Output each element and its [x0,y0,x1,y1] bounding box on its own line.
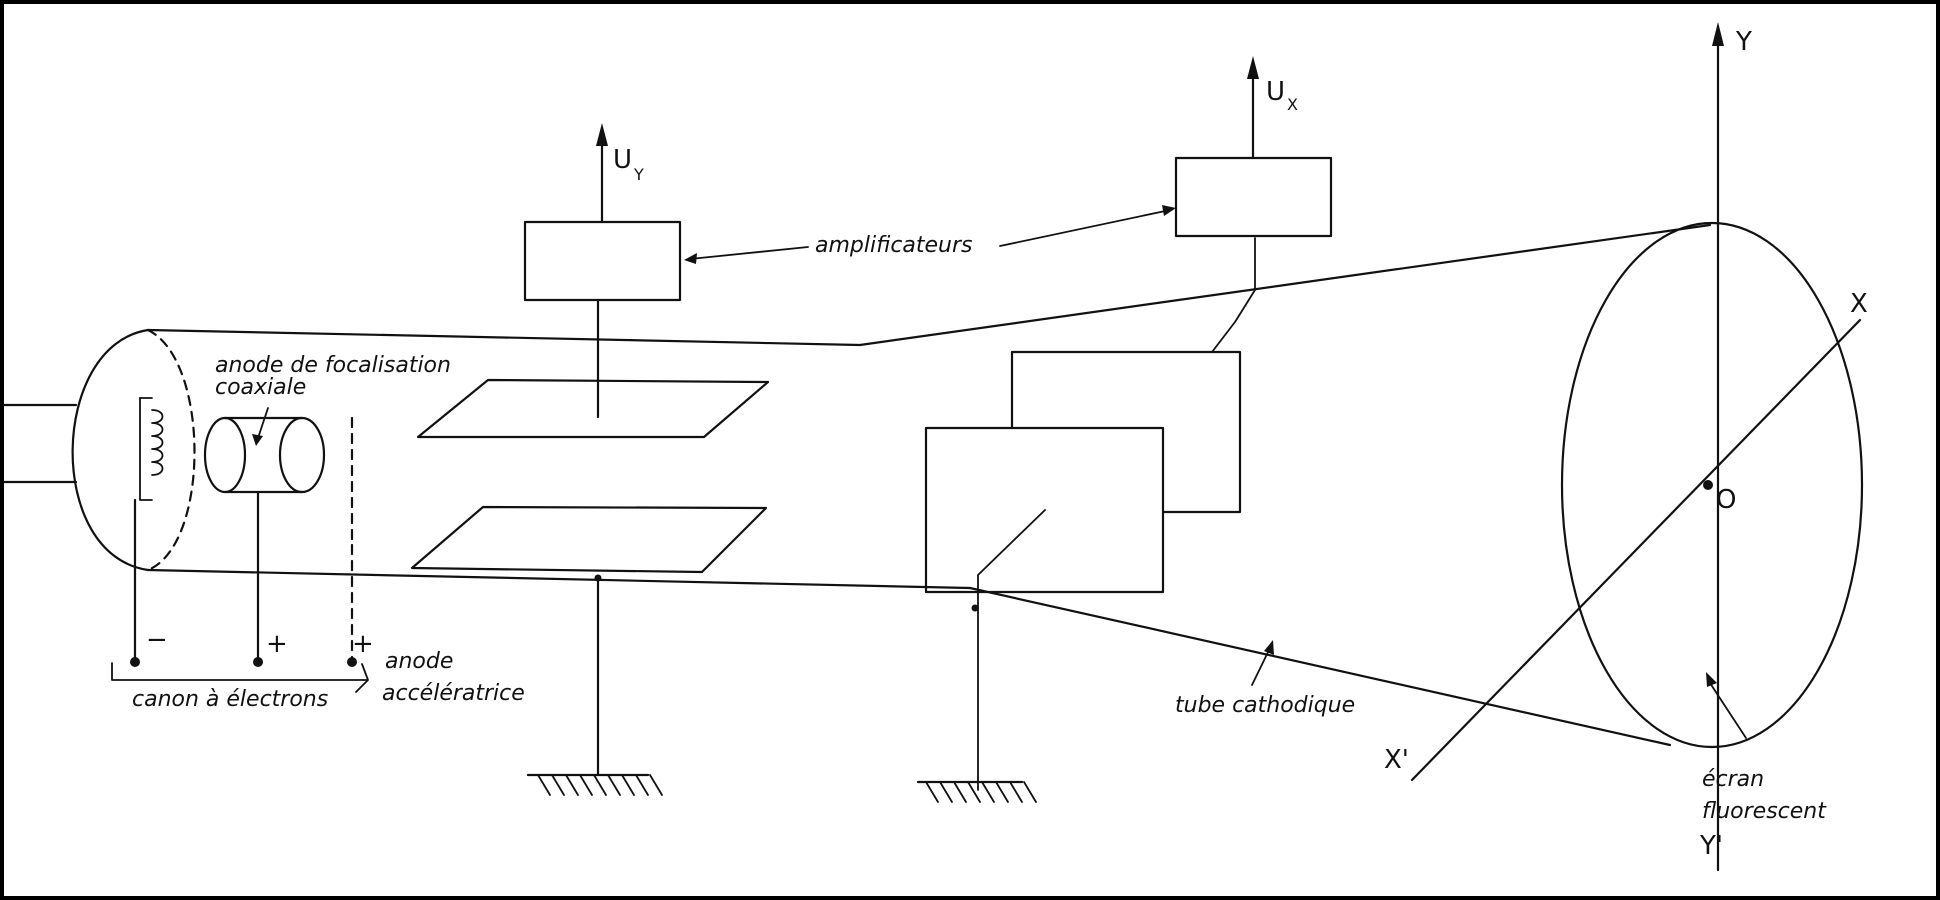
screen-axes [1410,22,1862,872]
origin-label: O [1716,485,1736,515]
screen-label-line1: écran [1702,767,1764,792]
uy-arrow-icon [596,123,608,146]
y-axis-arrow-icon [1712,22,1724,46]
uy-label: U [613,145,632,175]
electron-gun-label: canon à électrons [132,687,328,712]
focusing-anode-cylinder [203,407,326,494]
tube-bottom-outline [146,568,1672,747]
ground-symbol-right [916,780,1037,803]
origin-point [1703,480,1713,490]
tube-base-hidden-arc [146,328,196,572]
vertical-plate-bottom [410,505,768,574]
ground-symbol-left [526,773,663,796]
focus-anode-label-line1: anode de focalisation [215,353,451,378]
tube-base-back-arc [71,328,150,572]
x-amplifier-box [1174,156,1333,238]
tube-top-outline [146,223,1712,347]
uy-subscript: Y [633,165,644,184]
filament-coil [139,397,164,501]
x-amplifier [1174,56,1333,238]
y-amplifier [523,123,682,302]
focus-plus-sign: + [266,629,288,659]
electrode-leads [130,490,357,667]
axis-y-label: Y [1735,27,1752,57]
horizontal-deflection-plates [924,237,1256,791]
vertical-plate-top [416,378,770,439]
ux-subscript: X [1287,95,1298,114]
axis-y-prime-label: Y' [1699,831,1723,861]
ux-plate-wire [1211,237,1256,353]
horizontal-plate-front [924,426,1165,594]
axis-x-label: X [1850,289,1868,319]
cathode-minus-sign: − [146,625,168,655]
y-amplifier-box [523,220,682,302]
screen-pointer [1707,679,1747,739]
horizontal-ground-wire [977,509,1046,791]
axis-x-prime-label: X' [1384,745,1409,775]
accel-anode-label-line2: accélératrice [382,681,525,706]
accel-anode-label-line1: anode [385,649,453,674]
fluorescent-screen [1560,221,1864,749]
tube-label: tube cathodique [1175,693,1355,718]
accel-plus-sign: + [352,629,374,659]
ux-arrow-icon [1247,56,1259,79]
ux-label: U [1266,77,1285,107]
focus-anode-pointer [257,407,269,439]
horizontal-plate-back [1010,350,1242,514]
tube-pointer [1251,647,1271,686]
amplifier-leaders [684,205,1176,264]
vertical-deflection-plates [410,298,770,777]
input-stub [2,403,78,484]
x-axis-line [1410,318,1862,782]
tube-envelope [71,223,1712,747]
electron-gun-bracket [111,662,369,693]
screen-label-line2: fluorescent [1702,799,1827,824]
focus-anode-label-line2: coaxiale [215,375,306,400]
amplificateurs-label: amplificateurs [815,233,973,258]
